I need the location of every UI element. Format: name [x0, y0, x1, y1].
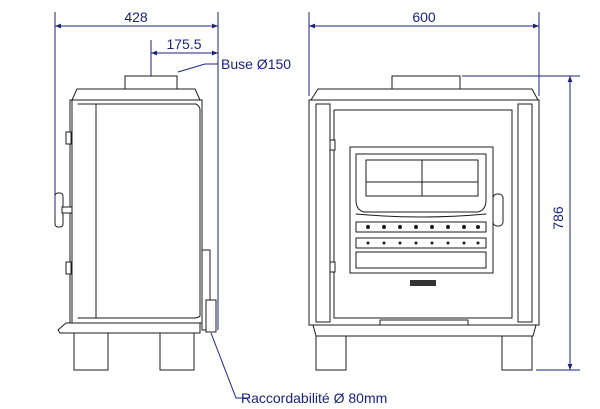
dim-786-label: 786: [550, 206, 566, 230]
side-top-cap: [71, 88, 201, 101]
side-hinge-top: [65, 131, 72, 145]
front-air-holes: [366, 225, 480, 245]
dim-600-label: 600: [412, 9, 436, 25]
brand-logo-icon: [410, 280, 436, 286]
front-hinge-bottom: [329, 261, 336, 273]
front-right-pillar: [517, 103, 533, 323]
side-view: [54, 75, 217, 371]
front-grate-curve: [355, 213, 487, 218]
side-door-handle: [54, 192, 73, 228]
flue-leader: [177, 63, 218, 73]
front-top-cap: [310, 88, 539, 101]
front-grate-bar-1: [355, 221, 487, 233]
side-body: [69, 99, 203, 324]
front-leg-left: [315, 335, 347, 371]
front-flue-collar: [391, 75, 461, 90]
front-glass: [355, 153, 487, 213]
dim-175-label: 175.5: [166, 36, 201, 52]
side-hinge-bottom: [65, 261, 72, 275]
front-base: [312, 324, 537, 337]
front-door-handle: [492, 193, 504, 227]
front-ash-panel: [355, 251, 487, 269]
front-view: [308, 75, 540, 371]
air-inlet-label: Raccordabilité Ø 80mm: [241, 390, 387, 406]
side-leg-front: [73, 332, 109, 371]
side-flue-collar: [124, 75, 178, 90]
front-hinge-top: [329, 139, 336, 151]
front-left-pillar: [315, 103, 331, 323]
dimensions: 428 175.5 Buse Ø150 600 786 Raccordabili…: [54, 9, 580, 406]
flue-label: Buse Ø150: [221, 56, 291, 72]
side-leg-rear: [159, 332, 195, 371]
side-panel: [95, 103, 201, 319]
side-door-edge: [77, 103, 97, 319]
air-inlet-leader: [210, 332, 250, 399]
air-inlet-spigot: [205, 299, 217, 333]
front-grate-bar-2: [355, 237, 487, 249]
front-glass-inner: [365, 159, 479, 197]
dim-428-label: 428: [124, 9, 148, 25]
front-leg-right: [501, 335, 533, 371]
side-base-plate: [57, 322, 201, 334]
